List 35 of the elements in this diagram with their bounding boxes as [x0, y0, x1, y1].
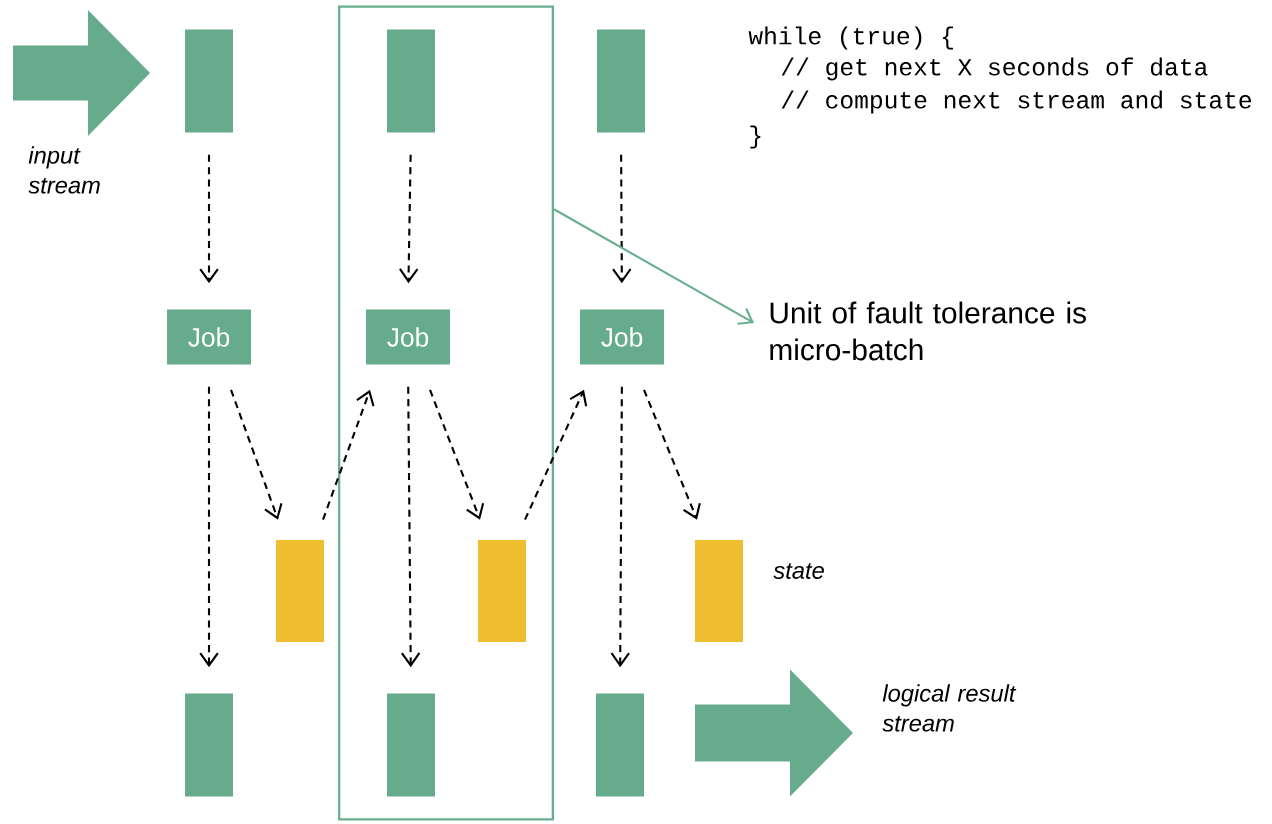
arrow [399, 154, 419, 284]
arrow [199, 386, 219, 668]
job-box: Job [366, 309, 450, 365]
job-box: Job [167, 309, 251, 365]
state-box [478, 540, 526, 642]
block-arrow [695, 669, 853, 797]
caption-text: input stream [28, 146, 100, 194]
data-box [597, 29, 645, 133]
block-arrow [13, 10, 150, 136]
arrow [612, 154, 632, 284]
code-line: } [750, 125, 761, 149]
state-box [695, 540, 743, 642]
data-box [596, 693, 644, 797]
caption-text: state [773, 563, 824, 579]
arrow [429, 389, 485, 520]
data-box [387, 29, 435, 133]
micro-batch-frame [338, 5, 554, 821]
caption-text: logical result stream [882, 684, 1017, 732]
code-line: // compute next stream and state [781, 90, 1251, 114]
state-box [276, 540, 324, 642]
data-box [387, 693, 435, 797]
arrow [524, 389, 588, 521]
job-box: Job [580, 309, 664, 365]
arrow [199, 154, 219, 284]
arrow [643, 389, 701, 520]
data-box [185, 693, 233, 797]
callout-text: Unit of fault tolerance is micro-batch [770, 301, 1086, 361]
code-line: while (true) { [748, 26, 953, 50]
leader-line [553, 208, 755, 325]
arrow [322, 389, 375, 521]
arrow [610, 386, 630, 668]
arrow [230, 389, 283, 520]
arrow [401, 386, 421, 668]
data-box [185, 29, 233, 133]
code-line: // get next X seconds of data [781, 57, 1208, 81]
